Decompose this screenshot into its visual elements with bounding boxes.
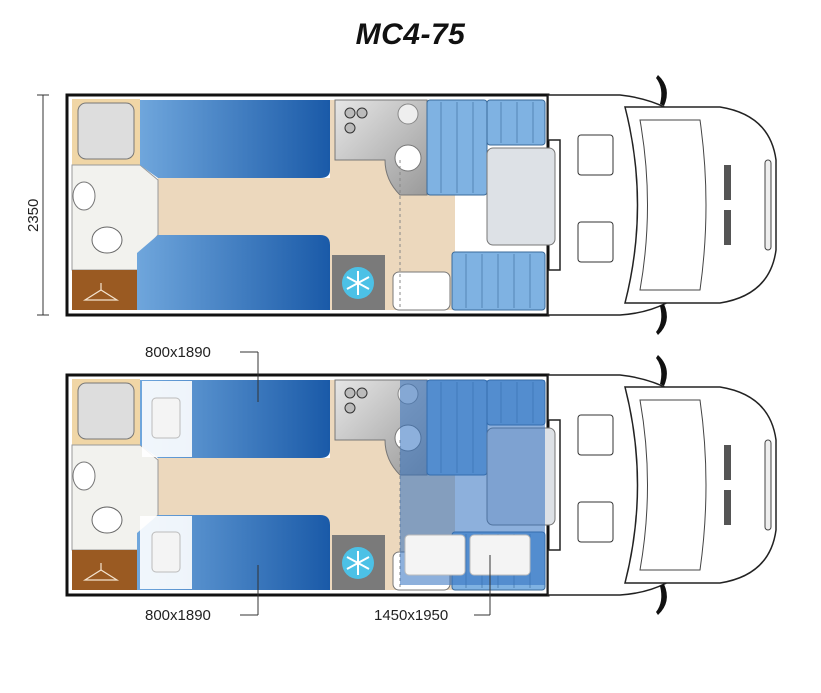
front-bumper (764, 159, 772, 251)
left-mirror-icon (656, 75, 667, 106)
vehicle-hood (624, 106, 777, 304)
model-title: MC4-75 (355, 18, 466, 51)
dinette-bed-size: 1450x1950 (374, 607, 448, 624)
hanger-icon (82, 563, 120, 581)
hob-burner-icon (356, 387, 368, 399)
right-mirror-icon (656, 584, 667, 615)
hob-burner-icon (356, 107, 368, 119)
wardrobe (72, 270, 137, 310)
grille-icon (724, 490, 731, 525)
front-bumper (764, 439, 772, 531)
dinette-seat-side (486, 99, 546, 146)
shower-tray-icon (77, 382, 135, 440)
passenger-seat (577, 221, 614, 263)
toilet-icon (91, 226, 123, 254)
grille-icon (724, 165, 731, 200)
pillow-icon (151, 397, 181, 439)
hob-burner-icon (344, 122, 356, 134)
pillow-icon (151, 531, 181, 573)
cabinet (392, 271, 451, 311)
dimension-label: 2350 (25, 199, 42, 232)
grille-icon (724, 210, 731, 245)
snowflake-glyph (346, 271, 370, 295)
hob-burner-icon (344, 107, 356, 119)
upper-bed (140, 100, 330, 178)
right-mirror-icon (656, 304, 667, 335)
day-layout-plan (65, 75, 777, 335)
hob-burner-icon (344, 402, 356, 414)
pillow-icon (469, 534, 531, 576)
driver-seat (577, 134, 614, 176)
night-layout-plan (65, 355, 777, 615)
night-labels: 800x1890 800x1890 1450x1950 (145, 344, 491, 624)
windscreen (639, 119, 707, 291)
wardrobe (72, 550, 137, 590)
dinette-bench (451, 251, 546, 311)
snowflake-glyph (346, 551, 370, 575)
width-dimension: 2350 (25, 94, 49, 316)
lower-bed (137, 235, 330, 310)
hanger-icon (82, 283, 120, 301)
washbasin-icon (72, 461, 96, 491)
upper-bed-size: 800x1890 (145, 344, 211, 361)
toilet-icon (91, 506, 123, 534)
hob-burner-icon (344, 387, 356, 399)
pillow-icon (404, 534, 466, 576)
sink-icon (394, 144, 422, 172)
washbasin-icon (72, 181, 96, 211)
left-mirror-icon (656, 355, 667, 386)
kitchen-counter (334, 99, 428, 196)
lower-bed-size: 800x1890 (145, 607, 211, 624)
sink-bowl-icon (397, 103, 419, 125)
driver-seat (577, 414, 614, 456)
vehicle-hood (624, 386, 777, 584)
dinette-table (486, 147, 556, 246)
windscreen (639, 399, 707, 571)
shower-tray-icon (77, 102, 135, 160)
grille-icon (724, 445, 731, 480)
passenger-seat (577, 501, 614, 543)
